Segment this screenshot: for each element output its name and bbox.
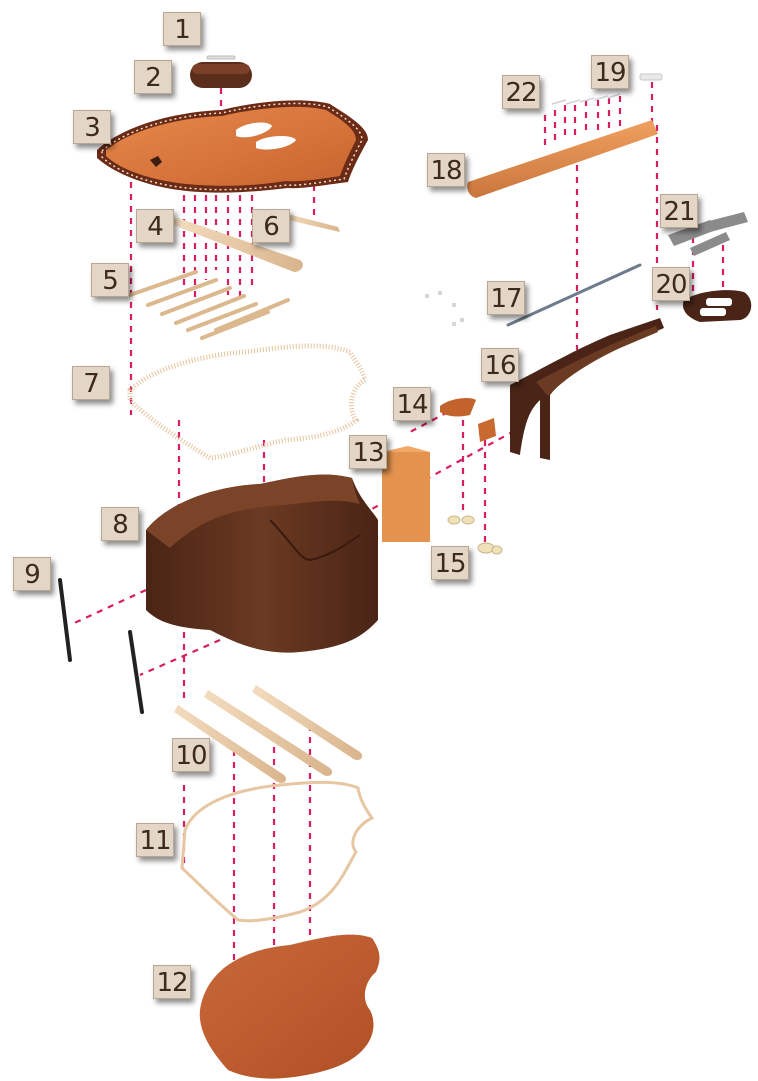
- part-5-fan-braces: [130, 272, 288, 338]
- callout-16: 16: [481, 348, 519, 382]
- part-12-back-plate: [200, 935, 380, 1079]
- part-13-neck-block: [382, 446, 430, 542]
- callout-12: 12: [153, 965, 191, 999]
- part-9-rod-front: [60, 580, 70, 660]
- callout-4: 4: [136, 209, 174, 243]
- part-18-fingerboard: [467, 120, 658, 198]
- part-11-back-lining: [182, 782, 372, 920]
- part-16-neck: [510, 318, 664, 460]
- callout-11: 11: [136, 823, 174, 857]
- callout-9: 9: [13, 557, 51, 591]
- callout-20: 20: [652, 267, 690, 301]
- callout-17: 17: [487, 281, 525, 315]
- callout-10: 10: [172, 738, 210, 772]
- part-3-soundboard: [97, 100, 368, 192]
- part-8-sides: [146, 475, 378, 653]
- callout-7: 7: [72, 366, 110, 400]
- part-14-heel-cap: [440, 398, 476, 416]
- callout-13: 13: [349, 435, 387, 469]
- callout-6: 6: [252, 209, 290, 243]
- part-17-truss-rod: [508, 265, 640, 325]
- part-1-pin: [207, 56, 235, 59]
- part-7-top-lining: [130, 346, 365, 458]
- callout-22: 22: [502, 75, 540, 109]
- callout-14: 14: [393, 387, 431, 421]
- callout-19: 19: [591, 55, 629, 89]
- part-9-rod-back: [130, 632, 142, 712]
- part-20-headstock: [683, 290, 751, 322]
- part-19-nut: [640, 74, 662, 80]
- part-6-brace: [284, 213, 340, 232]
- callout-18: 18: [427, 153, 465, 187]
- part-17b-small-pins: [425, 291, 464, 326]
- part-14b-heel-piece: [478, 418, 496, 442]
- callout-15: 15: [431, 546, 469, 580]
- callout-21: 21: [660, 194, 698, 228]
- callout-8: 8: [101, 507, 139, 541]
- part-2-bridge: [190, 62, 252, 88]
- callout-2: 2: [134, 60, 172, 94]
- callout-5: 5: [91, 263, 129, 297]
- callout-1: 1: [163, 12, 201, 46]
- callout-3: 3: [73, 110, 111, 144]
